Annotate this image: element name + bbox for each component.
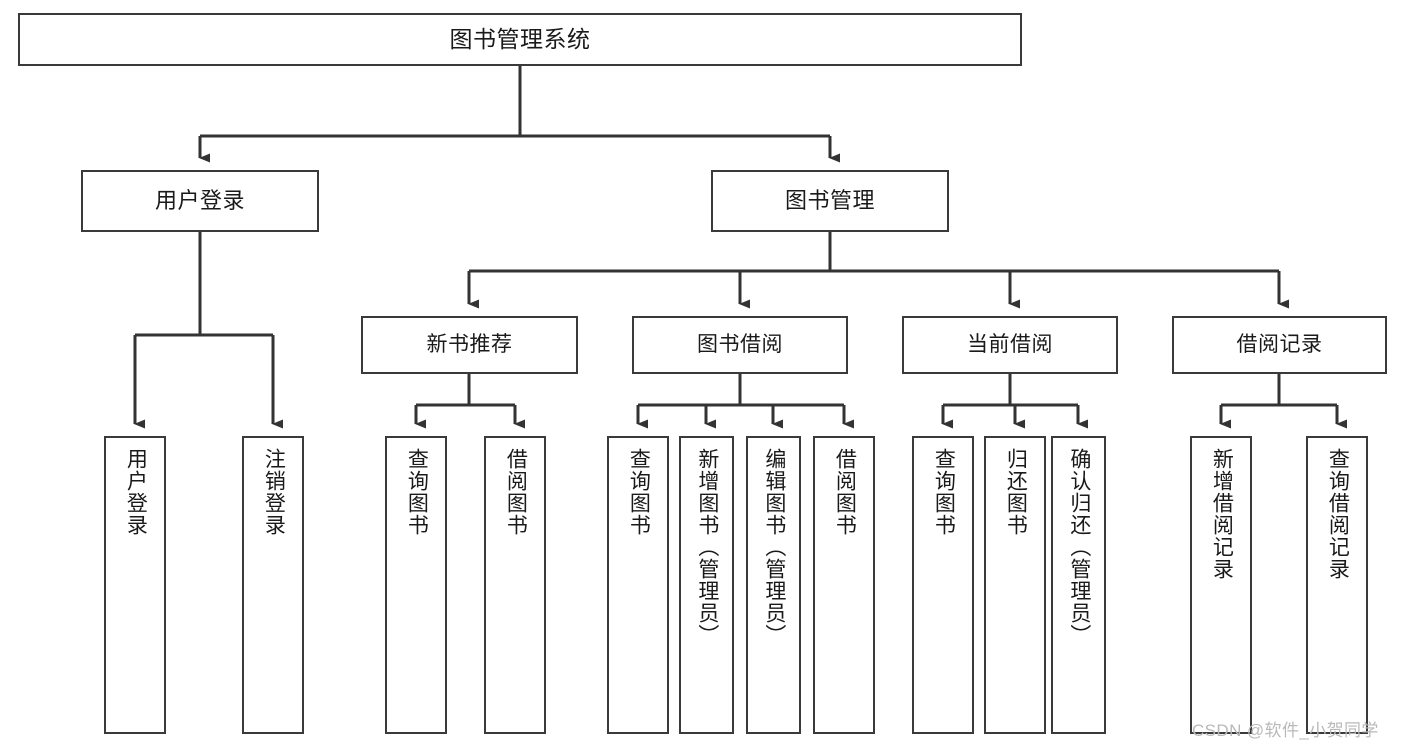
node-leaf-return-book[interactable]: 归还图书	[984, 436, 1046, 734]
node-leaf-borrow-book-2-label: 借阅图书	[833, 448, 857, 536]
node-leaf-borrow-book-1-label: 借阅图书	[504, 448, 528, 536]
node-leaf-edit-book-label: 编辑图书（管理员）	[762, 448, 786, 646]
node-leaf-confirm-return[interactable]: 确认归还（管理员）	[1051, 436, 1106, 734]
node-leaf-query-record[interactable]: 查询借阅记录	[1306, 436, 1368, 734]
node-leaf-user-login-label: 用户登录	[124, 448, 148, 536]
node-book-borrow-label: 图书借阅	[697, 332, 783, 356]
node-user-login[interactable]: 用户登录	[81, 170, 319, 232]
node-leaf-query-book-1[interactable]: 查询图书	[385, 436, 447, 734]
csdn-watermark: CSDN @软件_小贺同学	[1192, 721, 1379, 740]
node-leaf-add-book-label: 新增图书（管理员）	[695, 448, 719, 646]
node-leaf-user-login[interactable]: 用户登录	[104, 436, 166, 734]
node-user-login-label: 用户登录	[154, 188, 245, 214]
node-leaf-add-record[interactable]: 新增借阅记录	[1190, 436, 1252, 734]
node-leaf-confirm-return-label: 确认归还（管理员）	[1067, 448, 1091, 646]
node-book-borrow[interactable]: 图书借阅	[632, 316, 848, 374]
node-leaf-query-book-3-label: 查询图书	[932, 448, 956, 536]
node-leaf-add-record-label: 新增借阅记录	[1210, 448, 1234, 580]
node-book-management-label: 图书管理	[784, 188, 875, 214]
node-leaf-query-book-2[interactable]: 查询图书	[607, 436, 669, 734]
node-leaf-user-logout[interactable]: 注销登录	[242, 436, 304, 734]
node-root-system-label: 图书管理系统	[449, 26, 591, 53]
node-leaf-return-book-label: 归还图书	[1004, 448, 1028, 536]
node-new-book-recommend[interactable]: 新书推荐	[361, 316, 578, 374]
node-new-book-recommend-label: 新书推荐	[426, 332, 513, 356]
node-leaf-borrow-book-1[interactable]: 借阅图书	[484, 436, 546, 734]
node-borrow-record-label: 借阅记录	[1236, 332, 1323, 356]
node-leaf-query-record-label: 查询借阅记录	[1326, 448, 1350, 580]
node-root-system[interactable]: 图书管理系统	[18, 13, 1022, 66]
node-leaf-borrow-book-2[interactable]: 借阅图书	[813, 436, 875, 734]
node-borrow-record[interactable]: 借阅记录	[1172, 316, 1387, 374]
node-leaf-query-book-1-label: 查询图书	[405, 448, 429, 536]
node-current-borrow-label: 当前借阅	[967, 332, 1053, 356]
node-current-borrow[interactable]: 当前借阅	[902, 316, 1118, 374]
node-leaf-user-logout-label: 注销登录	[262, 448, 286, 536]
node-leaf-query-book-3[interactable]: 查询图书	[912, 436, 974, 734]
node-leaf-query-book-2-label: 查询图书	[627, 448, 651, 536]
node-book-management[interactable]: 图书管理	[711, 170, 949, 232]
node-leaf-add-book[interactable]: 新增图书（管理员）	[679, 436, 734, 734]
node-leaf-edit-book[interactable]: 编辑图书（管理员）	[746, 436, 801, 734]
